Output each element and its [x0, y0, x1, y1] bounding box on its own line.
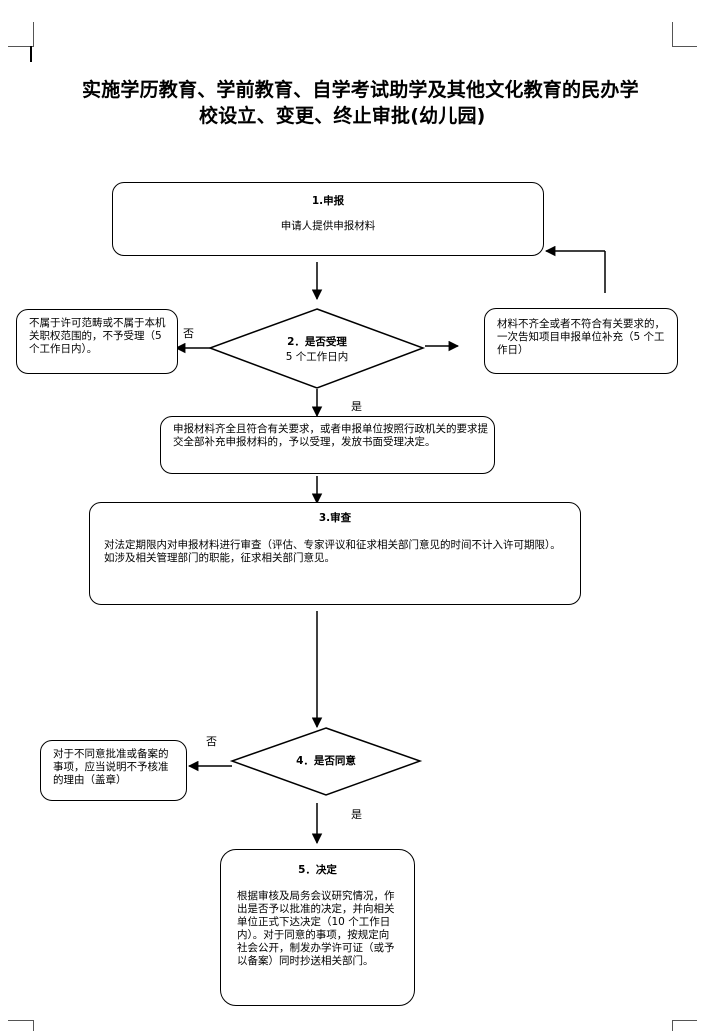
- step5-box: 5．决定 根据审核及局务会议研究情况，作出是否予以批准的决定，并向相关单位正式下…: [220, 849, 415, 1006]
- crop-mark-br-h: [672, 1020, 697, 1021]
- decision2-diamond: [207, 308, 426, 389]
- step1-body: 申请人提供申报材料: [280, 220, 376, 232]
- step3-box: 3.审查 对法定期限内对申报材料进行审查（评估、专家评议和征求相关部门意见的时间…: [89, 502, 581, 605]
- no-label-1: 否: [183, 327, 194, 340]
- crop-mark-tl-v: [33, 22, 34, 47]
- supplement-text: 材料不齐全或者不符合有关要求的，一次告知项目申报单位补充（5 个工作日）: [497, 318, 665, 356]
- step5-heading: 5．决定: [298, 864, 337, 876]
- yes-label-2: 是: [351, 808, 362, 821]
- crop-mark-bl-v: [33, 1020, 34, 1031]
- crop-mark-br-v: [672, 1020, 673, 1031]
- crop-mark-tl-h: [8, 46, 33, 47]
- accept-text: 申报材料齐全且符合有关要求，或者申报单位按照行政机关的要求提交全部补充申报材料的…: [173, 423, 488, 448]
- title-line-2: 校设立、变更、终止审批(幼儿园): [199, 105, 486, 127]
- disagree-box: 对于不同意批准或备案的事项，应当说明不予核准的理由（盖章）: [40, 740, 187, 801]
- supplement-box: 材料不齐全或者不符合有关要求的，一次告知项目申报单位补充（5 个工作日）: [484, 308, 678, 374]
- step3-body: 对法定期限内对申报材料进行审查（评估、专家评议和征求相关部门意见的时间不计入许可…: [104, 539, 561, 564]
- yes-label-1: 是: [351, 400, 362, 413]
- reject-box: 不属于许可范畴或不属于本机关职权范围的，不予受理（5 个工作日内）。: [16, 309, 178, 374]
- crop-mark-tl-cursor: [30, 46, 32, 62]
- disagree-text-clip: 对于不同意批准或备案的事项，应当说明不予核准的理由（盖章）: [41, 741, 186, 797]
- step1-heading: 1.申报: [311, 195, 345, 207]
- step1-box: 1.申报 申请人提供申报材料: [112, 182, 544, 256]
- reject-text: 不属于许可范畴或不属于本机关职权范围的，不予受理（5 个工作日内）。: [29, 317, 166, 355]
- step3-heading: 3.审查: [318, 512, 352, 524]
- accept-box: 申报材料齐全且符合有关要求，或者申报单位按照行政机关的要求提交全部补充申报材料的…: [160, 416, 495, 474]
- decision2-heading: 2．是否受理: [287, 336, 347, 348]
- crop-mark-bl-h: [8, 1020, 33, 1021]
- decision4-diamond: [229, 727, 423, 796]
- decision2-sub-clip: 5 个工作日内: [257, 351, 377, 362]
- decision2-sub: 5 个工作日内: [285, 351, 349, 362]
- crop-mark-tr-v: [672, 22, 673, 47]
- title-line-1: 实施学历教育、学前教育、自学考试助学及其他文化教育的民办学: [82, 79, 639, 101]
- step5-body: 根据审核及局务会议研究情况，作出是否予以批准的决定，并向相关单位正式下达决定（1…: [237, 890, 395, 967]
- crop-mark-tr-h: [672, 46, 697, 47]
- disagree-text: 对于不同意批准或备案的事项，应当说明不予核准的理由（盖章）: [53, 748, 169, 786]
- decision4-heading: 4．是否同意: [296, 755, 356, 767]
- no-label-2: 否: [206, 735, 217, 748]
